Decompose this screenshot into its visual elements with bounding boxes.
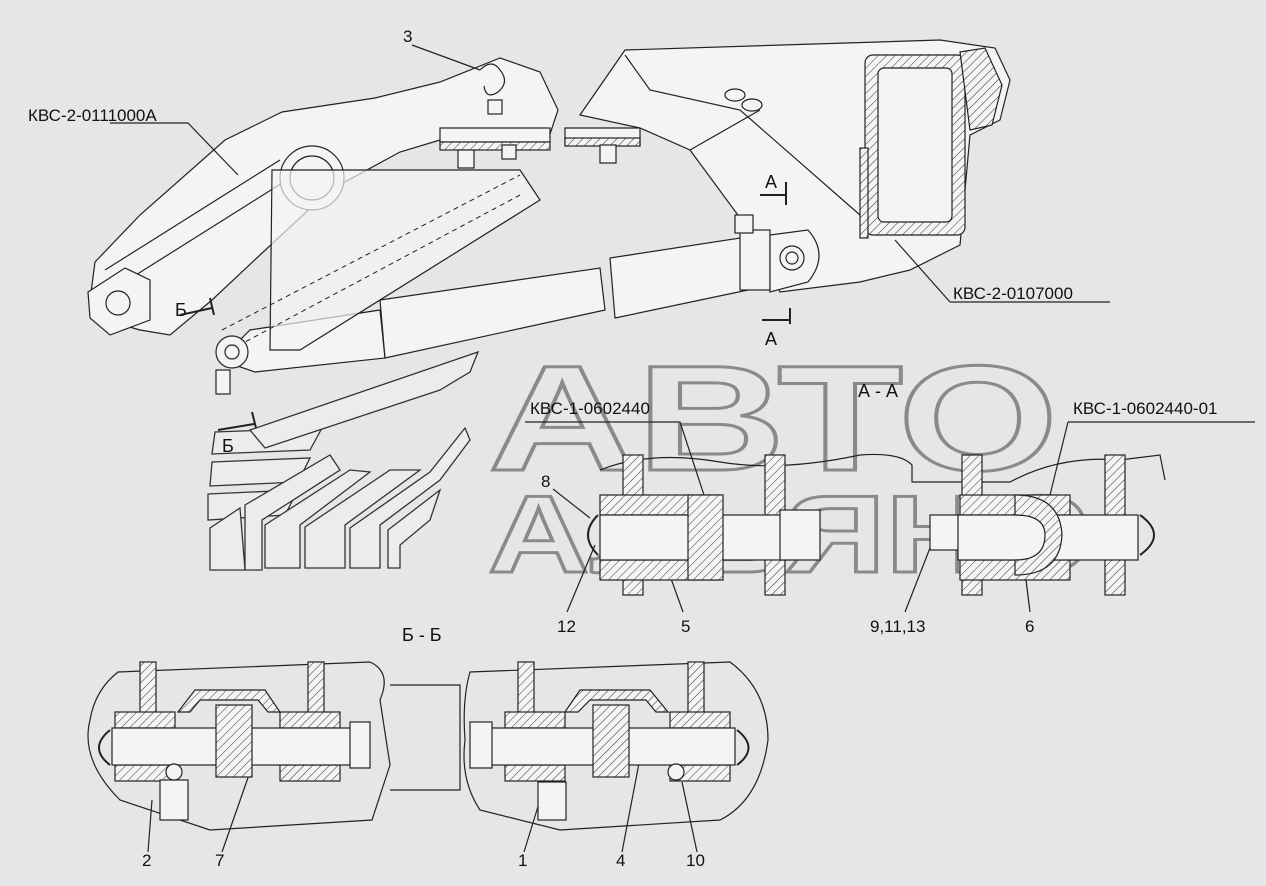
section-mark-b-bottom: Б	[222, 436, 234, 456]
section-title-aa: А - А	[858, 381, 898, 401]
callout-12: 12	[557, 617, 576, 636]
callout-5: 5	[681, 617, 690, 636]
section-mark-a-bottom: А	[765, 329, 777, 349]
callout-9-11-13: 9,11,13	[870, 617, 925, 636]
callout-6: 6	[1025, 617, 1034, 636]
callout-7: 7	[215, 851, 224, 870]
section-aa-view	[587, 453, 1166, 596]
part-label-pin-left: КВС-1-0602440	[530, 399, 650, 418]
section-bb-view	[87, 661, 769, 831]
callout-4: 4	[616, 851, 625, 870]
callout-2: 2	[142, 851, 151, 870]
callout-10: 10	[686, 851, 705, 870]
upper-assembly-view	[87, 39, 1011, 431]
chevron-logo-icon	[207, 350, 480, 571]
callout-1: 1	[518, 851, 527, 870]
section-mark-b-top: Б	[175, 300, 187, 320]
part-label-assembly-left: КВС-2-0111000А	[28, 106, 157, 125]
labels: КВС-2-0111000А КВС-2-0107000 КВС-1-06024…	[28, 27, 1217, 870]
callout-3: 3	[403, 27, 412, 46]
part-label-pin-right: КВС-1-0602440-01	[1073, 399, 1217, 418]
callout-8: 8	[541, 472, 550, 491]
section-mark-a-top: А	[765, 172, 777, 192]
section-title-bb: Б - Б	[402, 625, 442, 645]
part-label-assembly-right: КВС-2-0107000	[953, 284, 1073, 303]
